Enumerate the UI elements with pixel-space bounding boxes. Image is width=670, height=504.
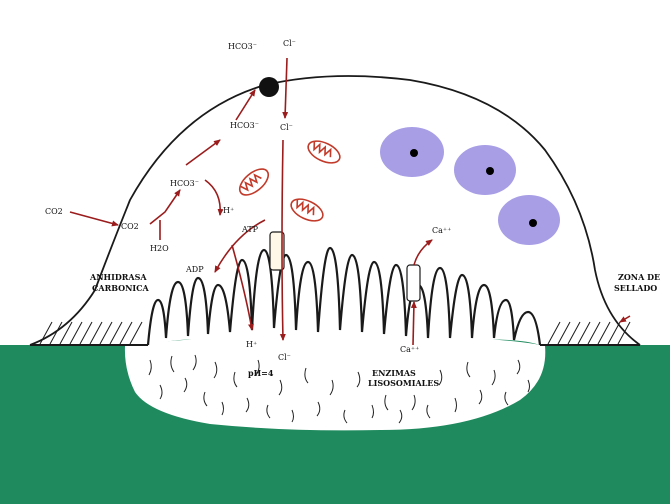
label-co2-outside: CO2 (45, 207, 63, 216)
membrane-channels (259, 77, 420, 301)
label-ca-top: Ca⁺⁺ (432, 226, 451, 235)
nucleus (454, 145, 516, 195)
nucleus (498, 195, 560, 245)
label-cl-mid: Cl⁻ (280, 123, 293, 132)
nuclei (380, 127, 560, 245)
label-adp: ADP (185, 265, 204, 274)
mitochondria (235, 137, 343, 226)
label-ca-bottom: Ca⁺⁺ (400, 345, 419, 354)
label-h-plus: H⁺ (223, 206, 234, 215)
bone-surface (0, 337, 670, 504)
label-h2o: H2O (150, 244, 169, 253)
label-hco3-center: HCO3⁻ (170, 179, 199, 188)
diagram-labels: HCO3⁻ Cl⁻ HCO3⁻ Cl⁻ HCO3⁻ CO2 CO2 H2O H⁺… (45, 39, 660, 388)
label-hco3-mid: HCO3⁻ (230, 121, 259, 130)
label-anhidrasa-line1: ANHIDRASA (89, 272, 147, 282)
exchanger-pump (259, 77, 279, 97)
label-h-bottom: H⁺ (246, 340, 257, 349)
resorption-lacuna (125, 337, 545, 430)
label-enzimas-line2: LISOSOMIALES (368, 378, 439, 388)
label-enzimas-line1: ENZIMAS (372, 368, 416, 378)
ruffled-border (148, 248, 540, 345)
sealing-zone-right (548, 322, 630, 344)
label-atp: ATP (241, 225, 259, 234)
label-zona-line1: ZONA DE (618, 272, 660, 282)
label-co2-inside: CO2 (121, 222, 139, 231)
label-cl-top: Cl⁻ (283, 39, 296, 48)
label-hco3-top: HCO3⁻ (228, 42, 257, 51)
label-cl-bottom: Cl⁻ (278, 353, 291, 362)
label-anhidrasa-line2: CARBONICA (92, 283, 150, 293)
label-zona-line2: SELLADO (614, 283, 657, 293)
label-ph: pH=4 (248, 368, 274, 378)
calcium-channel (407, 265, 420, 301)
